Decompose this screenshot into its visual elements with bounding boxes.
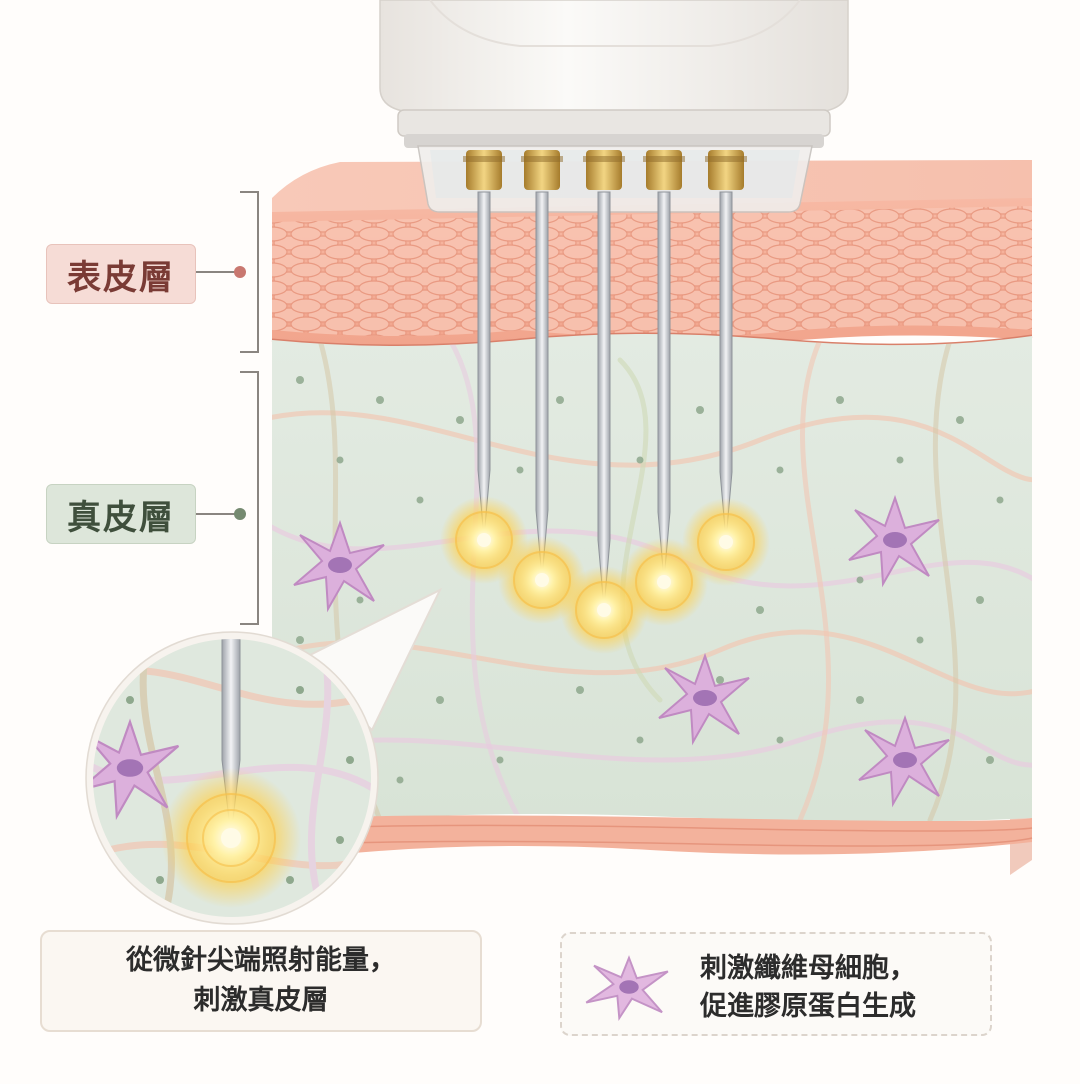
fibroblast-cell-icon: [585, 955, 669, 1022]
energy-glows: [440, 496, 770, 654]
needle-connectors: [463, 150, 747, 190]
dermis-bracket-dot: [234, 508, 246, 520]
fibroblast-caption-line1: 刺激纖維母細胞，: [700, 953, 916, 984]
fibroblast-caption-line2: 促進膠原蛋白生成: [700, 991, 916, 1022]
fibroblast-cell-icon: [848, 494, 940, 588]
energy-caption-box: 從微針尖端照射能量， 刺激真皮層: [40, 930, 482, 1032]
epidermis-bracket-dot: [234, 266, 246, 278]
fibroblast-cell-icon: [658, 652, 750, 746]
dermis-label: 真皮層: [46, 484, 196, 544]
microneedle: [535, 191, 549, 579]
zoom-detail: [85, 631, 379, 925]
fibroblast-cells: [293, 494, 950, 808]
microneedle: [477, 191, 491, 539]
energy-caption-line2: 刺激真皮層: [193, 985, 329, 1016]
microneedle: [719, 191, 733, 541]
lower-skin-band: [272, 815, 1032, 862]
energy-caption-line1: 從微針尖端照射能量，: [126, 945, 396, 976]
epidermis-label: 表皮層: [46, 244, 196, 304]
energy-glow-icon: [682, 498, 770, 586]
microneedle: [657, 191, 671, 581]
fibroblast-cell-icon: [92, 718, 180, 821]
fibroblast-caption-box: 刺激纖維母細胞， 促進膠原蛋白生成: [560, 932, 992, 1036]
fibroblast-cell-icon: [293, 519, 385, 613]
layer-brackets: [196, 191, 259, 625]
fibroblast-cell-icon: [858, 714, 950, 808]
microneedle: [597, 191, 611, 609]
energy-glow-icon: [161, 768, 301, 908]
